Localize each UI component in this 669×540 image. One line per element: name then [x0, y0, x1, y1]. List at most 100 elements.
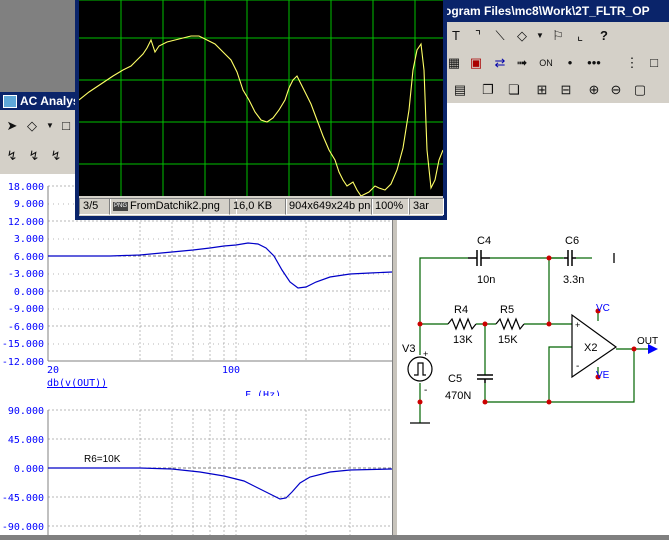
- grid-icon[interactable]: ⋮: [625, 55, 639, 70]
- line-tool-icon[interactable]: •—•: [564, 55, 577, 102]
- c6-label: C6: [565, 235, 579, 247]
- wire-tool-icon[interactable]: ⌝: [474, 28, 482, 43]
- viewer-image[interactable]: [79, 0, 443, 196]
- fit-icon[interactable]: ▢: [633, 82, 647, 97]
- schematic-toolbar-1: T ⌝ ⟍ ◇ ▼ ⚐ ⌞ ?: [440, 22, 669, 51]
- r5-label: R5: [500, 304, 514, 316]
- r4-label: R4: [454, 304, 468, 316]
- ve-label: VE: [596, 370, 610, 381]
- out-label: OUT: [637, 336, 658, 347]
- schematic-window-title: ogram Files\mc8\Work\2T_FLTR_OP: [444, 4, 650, 18]
- bottom-y-tick: 0.000: [14, 464, 44, 475]
- image-info: 904x649x24b png: [285, 198, 373, 215]
- r4-value: 13K: [453, 334, 473, 346]
- top-y-tick: -3.000: [8, 269, 44, 280]
- shapes-dropdown-icon[interactable]: ▼: [46, 121, 54, 130]
- page-add-icon[interactable]: ⊞: [536, 82, 548, 97]
- c4-value: 10n: [477, 274, 495, 286]
- bottom-y-tick: 90.000: [8, 406, 44, 417]
- top-y-tick: 3.000: [14, 234, 44, 245]
- top-x-tick: 20: [47, 365, 59, 376]
- r4-resistor[interactable]: [447, 317, 477, 331]
- image-date: 3ar: [409, 198, 444, 215]
- diagonal-wire-icon[interactable]: ⟍: [495, 28, 505, 43]
- vc-label: VC: [596, 303, 610, 314]
- probe-icon[interactable]: ➟: [516, 55, 528, 70]
- ac-toolbar: ➤ ◇ ▼ □ ↯ ↯ ↯: [0, 110, 78, 174]
- flag-icon[interactable]: ⚐: [552, 28, 564, 43]
- r5-value: 15K: [498, 334, 518, 346]
- text-tool-icon[interactable]: T: [452, 28, 460, 43]
- top-y-tick: -12.000: [2, 357, 44, 368]
- top-x-tick: 100: [222, 365, 240, 376]
- pin-icon[interactable]: ⌞: [576, 28, 584, 43]
- c5-label: C5: [448, 373, 462, 385]
- expression-label[interactable]: db(v(OUT)): [47, 378, 107, 389]
- junction-nodes: [417, 255, 637, 405]
- top-y-tick: 6.000: [14, 252, 44, 263]
- v3-source[interactable]: [407, 356, 433, 382]
- node-numbers-icon[interactable]: ▦: [447, 55, 461, 70]
- bottom-curve: [48, 467, 393, 500]
- file-size: 16,0 KB: [229, 198, 287, 215]
- top-curve: [48, 242, 393, 289]
- v3-minus: -: [424, 385, 427, 396]
- select-arrow-icon[interactable]: ➤: [6, 118, 18, 133]
- c6-capacitor[interactable]: [564, 250, 576, 266]
- opamp-minus: -: [576, 361, 579, 372]
- shapes-tool-icon[interactable]: ◇: [27, 118, 37, 133]
- zoom-in-icon[interactable]: ⊕: [588, 82, 600, 97]
- ac-window-icon: [3, 95, 17, 108]
- schematic-window-title-bar[interactable]: ogram Files\mc8\Work\2T_FLTR_OP: [440, 0, 669, 22]
- opamp-plus: +: [575, 320, 580, 330]
- bottom-y-tick: -90.000: [2, 522, 44, 533]
- copy-icon[interactable]: ❐: [482, 82, 494, 97]
- zoom-out-icon[interactable]: ⊖: [610, 82, 622, 97]
- cursor-peak-icon[interactable]: ↯: [6, 148, 18, 163]
- shapes-dropdown-icon[interactable]: ▼: [536, 31, 544, 40]
- top-y-tick: 9.000: [14, 199, 44, 210]
- r5-resistor[interactable]: [495, 317, 525, 331]
- c6-value: 3.3n: [563, 274, 584, 286]
- top-y-tick: -9.000: [8, 304, 44, 315]
- bottom-y-tick: 45.000: [8, 435, 44, 446]
- wires: [419, 257, 648, 423]
- cursor-valley-icon[interactable]: ↯: [28, 148, 40, 163]
- shapes-tool-icon[interactable]: ◇: [517, 28, 527, 43]
- box-icon[interactable]: □: [650, 55, 658, 70]
- arrows-icon[interactable]: ⇄: [494, 55, 506, 70]
- preview-icon[interactable]: ▤: [453, 82, 467, 97]
- c4-capacitor[interactable]: [468, 250, 490, 266]
- ac-window-title-bar[interactable]: AC Analys: [0, 92, 78, 110]
- x-axis-label: F (Hz): [245, 390, 281, 401]
- v3-plus: +: [423, 349, 428, 359]
- ac-plot-area[interactable]: 18.000 9.000 12.000 3.000 6.000 -3.000 0…: [0, 174, 393, 535]
- paste-icon[interactable]: ❏: [508, 82, 520, 97]
- bus-icon[interactable]: •••: [587, 55, 601, 70]
- x2-opamp[interactable]: [571, 313, 618, 379]
- schematic-toolbar-3: ▤ ❐ ❏ ⊞ ⊟ ⊕ ⊖ ▢: [440, 77, 669, 104]
- scope-trace: [79, 35, 443, 196]
- plot-gap: [0, 396, 392, 406]
- pin-connections-icon[interactable]: ▣: [469, 55, 483, 70]
- box-tool-icon[interactable]: □: [62, 118, 70, 133]
- cursor-slope-icon[interactable]: ↯: [50, 148, 62, 163]
- help-icon[interactable]: ?: [600, 28, 608, 43]
- v3-label: V3: [402, 343, 415, 355]
- r6-annotation: R6=10K: [84, 454, 121, 465]
- c5-value: 470N: [445, 390, 471, 402]
- on-switch-icon[interactable]: ON: [539, 58, 553, 68]
- x2-label: X2: [584, 342, 597, 354]
- png-file-icon: PNG: [113, 201, 129, 211]
- bottom-plot-grid: [48, 409, 392, 535]
- scope-grid: [79, 0, 443, 196]
- ac-window-title: AC Analys: [20, 94, 78, 108]
- out-arrow-icon: [648, 344, 658, 354]
- page-remove-icon[interactable]: ⊟: [560, 82, 572, 97]
- window-divider[interactable]: [392, 103, 397, 535]
- c5-capacitor[interactable]: [477, 374, 493, 383]
- top-y-tick: 12.000: [8, 217, 44, 228]
- top-y-tick: 18.000: [8, 182, 44, 193]
